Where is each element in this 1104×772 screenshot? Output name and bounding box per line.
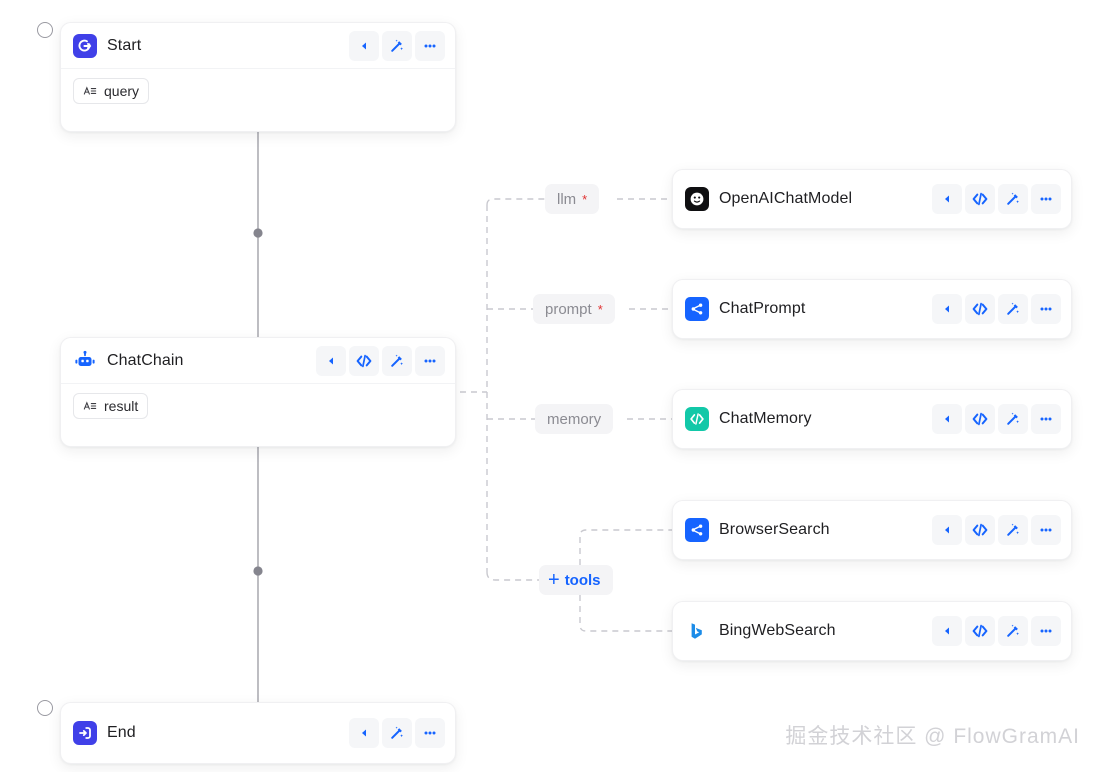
field-chip-query[interactable]: query xyxy=(73,78,150,104)
node-start-body: query xyxy=(61,69,455,117)
collapse-button[interactable] xyxy=(316,345,346,376)
text-type-icon xyxy=(83,86,97,95)
chatprompt-icon xyxy=(685,297,709,321)
node-end-toolbar[interactable] xyxy=(349,718,445,748)
node-bingwebsearch-toolbar[interactable] xyxy=(932,616,1061,646)
node-bingwebsearch-header: BingWebSearch xyxy=(673,602,1071,660)
edge-midpoint-dot-1 xyxy=(253,228,263,238)
bing-icon xyxy=(685,619,709,643)
node-end-title: End xyxy=(107,724,136,741)
node-openaichatmodel-title: OpenAIChatModel xyxy=(719,190,853,207)
node-end[interactable]: End xyxy=(60,702,456,764)
edge-midpoint-dot-2 xyxy=(253,566,263,576)
node-browsersearch-toolbar[interactable] xyxy=(932,515,1061,545)
node-browsersearch-title: BrowserSearch xyxy=(719,521,830,538)
field-name: query xyxy=(104,83,140,99)
field-name: result xyxy=(104,398,139,414)
node-end-header: End xyxy=(61,703,455,763)
node-chatchain-body: result xyxy=(61,384,455,432)
node-bingwebsearch[interactable]: BingWebSearch xyxy=(672,601,1072,661)
more-button[interactable] xyxy=(415,345,445,376)
port-memory-text: memory xyxy=(547,410,602,428)
code-button[interactable] xyxy=(965,184,995,214)
more-button[interactable] xyxy=(1031,616,1061,646)
end-anchor[interactable] xyxy=(37,700,53,716)
code-button[interactable] xyxy=(965,515,995,545)
port-llm-text: llm xyxy=(557,190,577,208)
end-icon xyxy=(73,721,97,745)
node-chatprompt-header: ChatPrompt xyxy=(673,280,1071,338)
more-button[interactable] xyxy=(1031,404,1061,434)
node-openaichatmodel-header: OpenAIChatModel xyxy=(673,170,1071,228)
text-type-icon xyxy=(83,401,97,410)
node-openaichatmodel-toolbar[interactable] xyxy=(932,184,1061,214)
node-browsersearch[interactable]: BrowserSearch xyxy=(672,500,1072,560)
collapse-button[interactable] xyxy=(932,404,962,434)
node-chatchain-header: ChatChain xyxy=(61,338,455,384)
collapse-button[interactable] xyxy=(932,294,962,324)
node-chatchain-title: ChatChain xyxy=(107,351,184,369)
magic-wand-button[interactable] xyxy=(998,184,1028,214)
node-chatchain[interactable]: ChatChain xyxy=(60,337,456,447)
magic-wand-button[interactable] xyxy=(382,718,412,748)
node-start-title: Start xyxy=(107,36,142,54)
code-button[interactable] xyxy=(965,616,995,646)
required-asterisk: * xyxy=(597,301,603,317)
node-chatmemory-header: ChatMemory xyxy=(673,390,1071,448)
port-label-memory[interactable]: memory xyxy=(535,404,614,434)
node-chatmemory-toolbar[interactable] xyxy=(932,404,1061,434)
browsersearch-icon xyxy=(685,518,709,542)
more-button[interactable] xyxy=(1031,515,1061,545)
robot-icon xyxy=(73,349,97,373)
magic-wand-button[interactable] xyxy=(998,404,1028,434)
code-button[interactable] xyxy=(965,404,995,434)
node-start-toolbar[interactable] xyxy=(349,30,445,61)
more-button[interactable] xyxy=(415,30,445,61)
edge-tools-split-up xyxy=(579,529,672,565)
watermark: 掘金技术社区 @ FlowGramAI xyxy=(785,725,1080,748)
magic-wand-button[interactable] xyxy=(382,345,412,376)
start-anchor[interactable] xyxy=(37,22,53,38)
edge-tools-split-down xyxy=(579,595,672,632)
more-button[interactable] xyxy=(415,718,445,748)
node-chatprompt-toolbar[interactable] xyxy=(932,294,1061,324)
port-label-tools[interactable]: + tools xyxy=(539,565,613,595)
port-prompt-text: prompt xyxy=(545,300,592,318)
required-asterisk: * xyxy=(582,191,588,207)
node-chatprompt-title: ChatPrompt xyxy=(719,300,806,317)
start-icon xyxy=(73,33,97,58)
field-chip-result[interactable]: result xyxy=(73,393,149,419)
node-chatchain-toolbar[interactable] xyxy=(316,345,445,376)
node-chatmemory-title: ChatMemory xyxy=(719,410,812,427)
chatmemory-icon xyxy=(685,407,709,431)
edge-port-tools xyxy=(486,571,539,581)
edge-port-llm xyxy=(486,198,545,206)
node-bingwebsearch-title: BingWebSearch xyxy=(719,622,836,639)
plus-icon: + xyxy=(548,569,560,591)
collapse-button[interactable] xyxy=(932,515,962,545)
node-browsersearch-header: BrowserSearch xyxy=(673,501,1071,559)
collapse-button[interactable] xyxy=(349,718,379,748)
magic-wand-button[interactable] xyxy=(382,30,412,61)
port-label-llm[interactable]: llm * xyxy=(545,184,600,214)
openai-icon xyxy=(685,187,709,211)
code-button[interactable] xyxy=(965,294,995,324)
node-start-header: Start xyxy=(61,23,455,69)
node-chatprompt[interactable]: ChatPrompt xyxy=(672,279,1072,339)
magic-wand-button[interactable] xyxy=(998,294,1028,324)
node-chatmemory[interactable]: ChatMemory xyxy=(672,389,1072,449)
port-label-prompt[interactable]: prompt * xyxy=(533,294,615,324)
more-button[interactable] xyxy=(1031,184,1061,214)
port-tools-text: tools xyxy=(564,571,601,589)
more-button[interactable] xyxy=(1031,294,1061,324)
collapse-button[interactable] xyxy=(932,184,962,214)
code-button[interactable] xyxy=(349,345,379,376)
collapse-button[interactable] xyxy=(349,30,379,61)
collapse-button[interactable] xyxy=(932,616,962,646)
node-openaichatmodel[interactable]: OpenAIChatModel xyxy=(672,169,1072,229)
magic-wand-button[interactable] xyxy=(998,616,1028,646)
node-start[interactable]: Start xyxy=(60,22,456,132)
magic-wand-button[interactable] xyxy=(998,515,1028,545)
